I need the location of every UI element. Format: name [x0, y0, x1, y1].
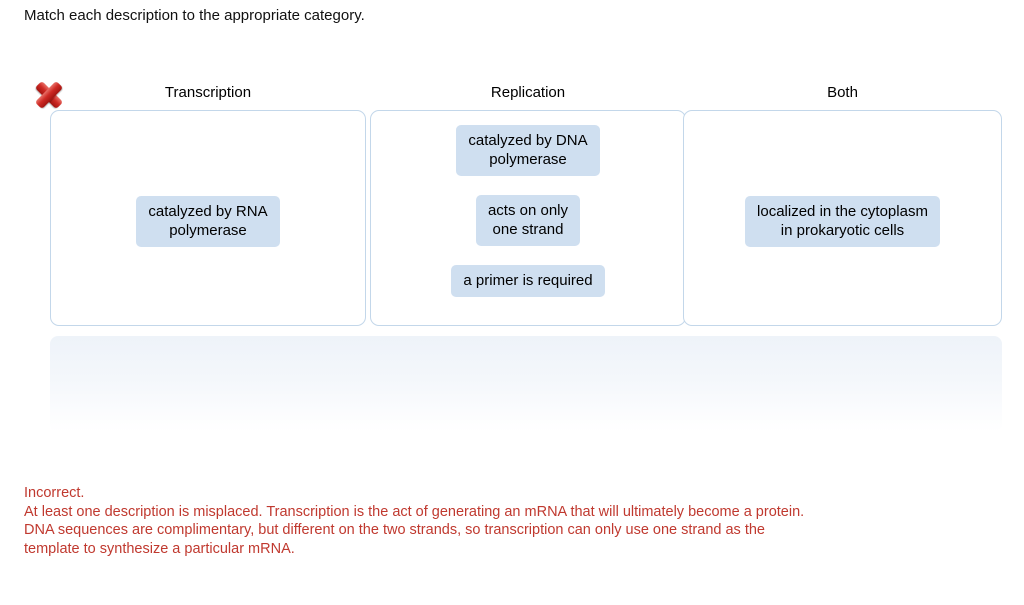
draggable-item[interactable]: acts on only one strand: [475, 195, 581, 246]
draggable-item[interactable]: catalyzed by DNA polymerase: [456, 125, 600, 176]
draggable-item[interactable]: localized in the cytoplasm in prokaryoti…: [745, 195, 940, 247]
draggable-item[interactable]: a primer is required: [451, 265, 605, 297]
item-source-bank[interactable]: [50, 336, 1002, 432]
category-header-transcription: Transcription: [164, 84, 252, 101]
category-header-row: Transcription Replication Both: [50, 82, 1002, 106]
category-header-both: Both: [827, 84, 858, 101]
feedback-heading: Incorrect.: [24, 485, 85, 501]
drop-zone-row: catalyzed by RNA polymerase catalyzed by…: [50, 110, 1002, 326]
page-title: Match each description to the appropriat…: [24, 7, 365, 24]
category-header-replication: Replication: [490, 84, 566, 101]
feedback-body: At least one description is misplaced. T…: [24, 503, 805, 557]
drop-zone-replication[interactable]: catalyzed by DNA polymerase acts on only…: [370, 110, 686, 326]
drop-zone-transcription[interactable]: catalyzed by RNA polymerase: [50, 110, 366, 326]
drop-zone-both[interactable]: localized in the cytoplasm in prokaryoti…: [683, 110, 1002, 326]
feedback-message: Incorrect. At least one description is m…: [24, 484, 924, 558]
draggable-item[interactable]: catalyzed by RNA polymerase: [136, 195, 280, 247]
